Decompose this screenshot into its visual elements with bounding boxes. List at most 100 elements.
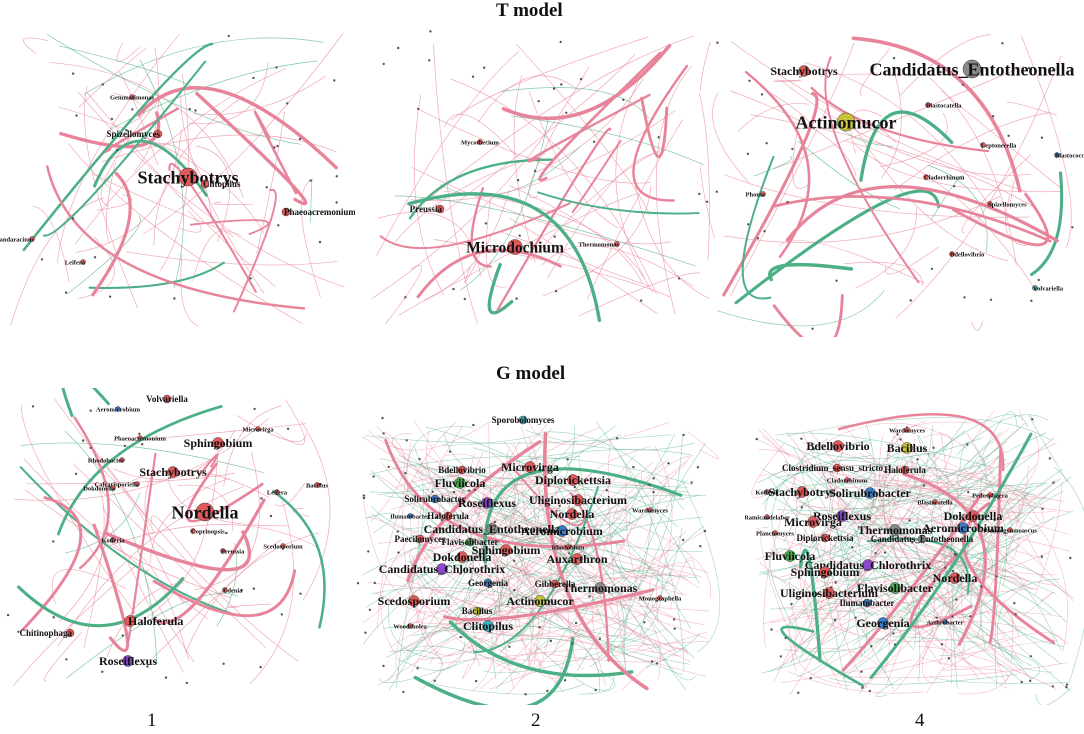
minor-node — [909, 299, 912, 302]
edge-strong — [91, 171, 132, 297]
edge — [160, 73, 189, 271]
minor-node — [276, 144, 279, 148]
edge — [885, 246, 940, 275]
node-label: Flavisolibacter — [857, 581, 934, 595]
edge — [753, 155, 793, 177]
minor-node — [115, 148, 119, 152]
minor-node — [1065, 686, 1068, 689]
edge — [761, 513, 1011, 625]
network-node — [472, 606, 482, 616]
edge — [213, 201, 253, 205]
edge — [960, 499, 972, 638]
network-node — [798, 65, 810, 77]
edge-strong — [837, 413, 1005, 472]
edge-strong — [137, 86, 338, 170]
panel-t-4: Candidatus_EntotheonellaActinomucorStach… — [700, 34, 1084, 337]
minor-node — [417, 107, 420, 111]
edge — [868, 421, 926, 540]
network-node — [1032, 285, 1038, 291]
edge — [100, 92, 165, 207]
edge-strong — [496, 127, 612, 312]
minor-node — [930, 267, 934, 271]
minor-node — [690, 481, 693, 484]
edge — [848, 527, 921, 683]
edge — [547, 152, 659, 279]
minor-node — [834, 581, 837, 584]
edge — [586, 119, 684, 300]
edge — [127, 423, 306, 442]
node-label: Clostridium_sensu_stricto_1 — [782, 463, 892, 473]
node-label: Planctomyces — [756, 530, 794, 537]
edge — [387, 594, 444, 660]
edge — [769, 548, 796, 632]
edge — [395, 601, 481, 667]
edge-strong — [772, 195, 1052, 243]
edge — [525, 430, 695, 451]
node-label: Uliginosibacterium — [780, 586, 878, 600]
edge — [843, 585, 870, 618]
edge — [513, 75, 536, 263]
edge — [515, 473, 643, 604]
edge — [894, 112, 1051, 191]
edge-strong — [152, 569, 297, 618]
edge — [854, 520, 958, 599]
edge — [835, 502, 904, 605]
node-layer: Candidatus_EntotheonellaActinomucorStach… — [746, 59, 1084, 292]
edge — [194, 451, 260, 590]
minor-node — [141, 443, 144, 446]
edge — [371, 470, 571, 584]
edge — [1035, 687, 1072, 705]
edge — [791, 448, 902, 625]
edge — [494, 631, 708, 662]
minor-node — [588, 595, 591, 598]
minor-node — [558, 504, 561, 507]
edge — [498, 557, 545, 632]
minor-node — [640, 299, 643, 302]
node-label: Haloferula — [427, 511, 469, 521]
network-node — [481, 497, 493, 509]
minor-node — [1052, 481, 1055, 484]
minor-node — [110, 117, 114, 121]
minor-node — [428, 59, 431, 62]
node-label: Bdellovibrio — [950, 251, 984, 258]
edge-strong — [859, 110, 954, 182]
node-label: Leifera — [267, 489, 288, 496]
minor-node — [17, 630, 20, 633]
minor-node — [953, 552, 957, 556]
minor-node — [1020, 680, 1023, 684]
edge — [802, 433, 1021, 674]
network-node — [889, 582, 901, 594]
edge — [458, 574, 689, 654]
edge — [20, 404, 136, 615]
edge — [96, 194, 133, 211]
edge — [477, 539, 562, 587]
minor-node — [1040, 136, 1044, 139]
edge — [407, 505, 630, 627]
node-label: Fluviicola — [435, 476, 486, 490]
edge-strong — [515, 470, 586, 527]
minor-node-layer — [715, 41, 1074, 330]
edge — [591, 565, 607, 686]
node-label: Sphingobium — [791, 565, 860, 579]
edge — [301, 178, 321, 298]
edge — [771, 438, 829, 553]
edge — [383, 625, 494, 650]
edge-strong — [195, 91, 308, 206]
edge — [488, 436, 541, 656]
minor-node — [108, 295, 112, 298]
edge-strong — [21, 496, 83, 632]
edge — [376, 473, 688, 654]
edge — [372, 587, 657, 633]
minor-node — [791, 147, 794, 151]
minor-node — [538, 626, 541, 629]
edge — [177, 484, 234, 532]
edge — [389, 624, 475, 653]
node-label: Bacillus — [887, 441, 928, 455]
edge — [83, 37, 324, 95]
edge — [997, 602, 1053, 673]
minor-node — [657, 136, 660, 139]
node-label: Clitopilus — [463, 619, 513, 633]
node-label: Diplorickettsia — [535, 473, 611, 487]
network-node — [556, 525, 568, 537]
